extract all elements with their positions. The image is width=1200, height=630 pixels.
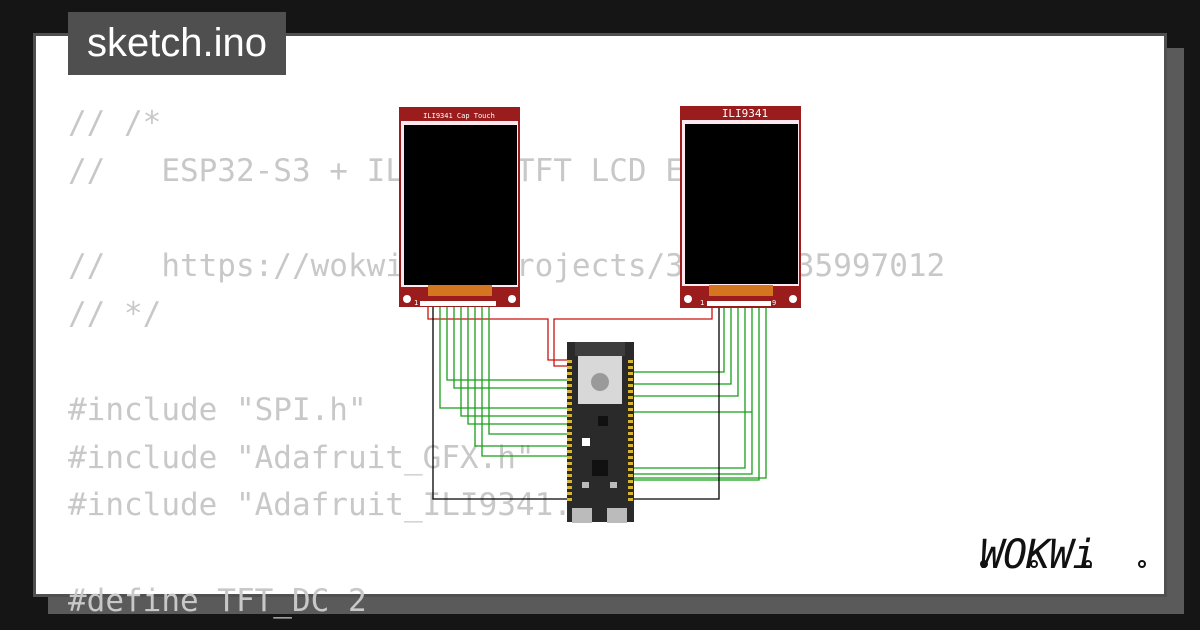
wire-green (481, 305, 572, 457)
code-line: // https://wokwi.com/projects/3640477359… (68, 248, 946, 285)
mount-hole (403, 295, 411, 303)
pin-row-right (628, 360, 633, 501)
sketch-title: sketch.ino (68, 12, 286, 75)
wire-green (467, 305, 572, 425)
wire-red (553, 305, 713, 367)
pin-label: 1 (700, 299, 704, 307)
led-icon (582, 438, 590, 446)
display-ribbon (428, 285, 492, 296)
display-label: ILI9341 Cap Touch (423, 112, 495, 120)
tft-display-ili9341[interactable]: ILI9341 1 9 (680, 106, 801, 308)
logo-dot (1084, 560, 1092, 568)
code-line: // */ (68, 296, 162, 333)
logo-dot (980, 560, 988, 568)
mount-hole (508, 295, 516, 303)
display-screen (685, 124, 798, 284)
espressif-icon (591, 373, 609, 391)
wokwi-logo: WOKWi (980, 532, 1146, 578)
pin-header (707, 301, 771, 306)
usb-port (607, 508, 627, 523)
code-line: #include "Adafruit_ILI9341.h" (68, 487, 610, 524)
wire-green (628, 305, 725, 373)
pin-label: 9 (772, 299, 776, 307)
code-line: #include "SPI.h" (68, 391, 367, 428)
boot-button[interactable] (582, 482, 589, 488)
wire-black (628, 305, 720, 500)
pin-label: 1 (414, 299, 418, 307)
wire-green (453, 305, 572, 389)
chip (592, 460, 608, 476)
code-line: // /* (68, 105, 162, 141)
wire-green (628, 305, 753, 475)
antenna (575, 342, 625, 356)
logo-dot (1138, 560, 1146, 568)
wire-red (427, 305, 572, 361)
mount-hole (789, 295, 797, 303)
display-screen (404, 125, 517, 285)
wire-green (446, 305, 572, 381)
display-label: ILI9341 (722, 107, 768, 120)
pin-row-left (567, 360, 572, 501)
code-line: #define TFT_DC 2 (68, 582, 367, 619)
logo-text: WOKWi (980, 532, 1095, 578)
wire-green (460, 305, 572, 417)
mount-hole (684, 295, 692, 303)
wire-green (439, 305, 572, 409)
logo-dot (1030, 560, 1038, 568)
wire-black (432, 305, 572, 500)
wire-green (628, 305, 739, 397)
wire-green (628, 305, 732, 385)
pin-header (420, 301, 496, 306)
chip (598, 416, 608, 426)
esp32-s3-board[interactable] (567, 342, 634, 523)
usb-port (572, 508, 592, 523)
wire-green (474, 305, 572, 447)
reset-button[interactable] (610, 482, 617, 488)
wire-green (488, 305, 572, 435)
display-ribbon (709, 285, 773, 296)
tft-display-cap-touch[interactable]: ILI9341 Cap Touch 1 (399, 107, 520, 307)
wire-green (628, 305, 760, 481)
wire-green (628, 305, 746, 469)
